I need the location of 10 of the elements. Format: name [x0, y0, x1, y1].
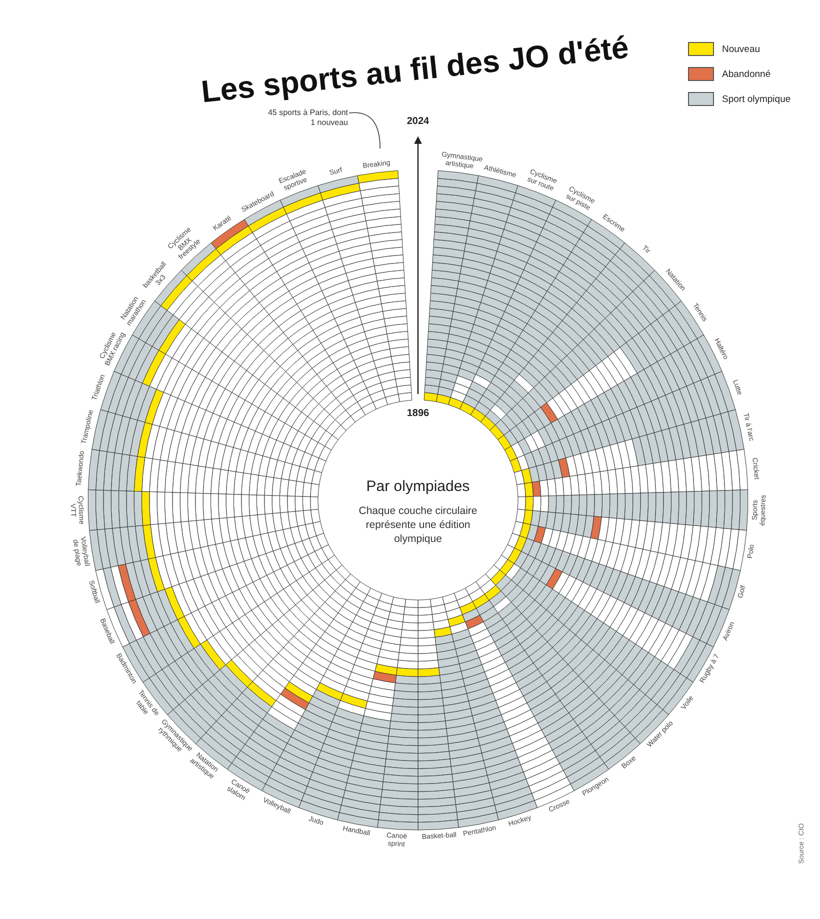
callout-note: 45 sports à Paris, dont 1 nouveau	[262, 108, 348, 128]
center-note: Chaque couche circulaire représente une édition olympique	[358, 504, 478, 547]
legend-label: Sport olympique	[722, 94, 791, 104]
leader-line	[348, 112, 381, 149]
legend-label: Nouveau	[722, 44, 760, 54]
legend-label: Abandonné	[722, 68, 771, 80]
year-label: 2024	[406, 116, 430, 127]
year-label: 1896	[406, 408, 430, 419]
chart-title: Les sports au fil des JO d'été	[198, 29, 632, 110]
center-heading: Par olympiades	[365, 478, 471, 495]
